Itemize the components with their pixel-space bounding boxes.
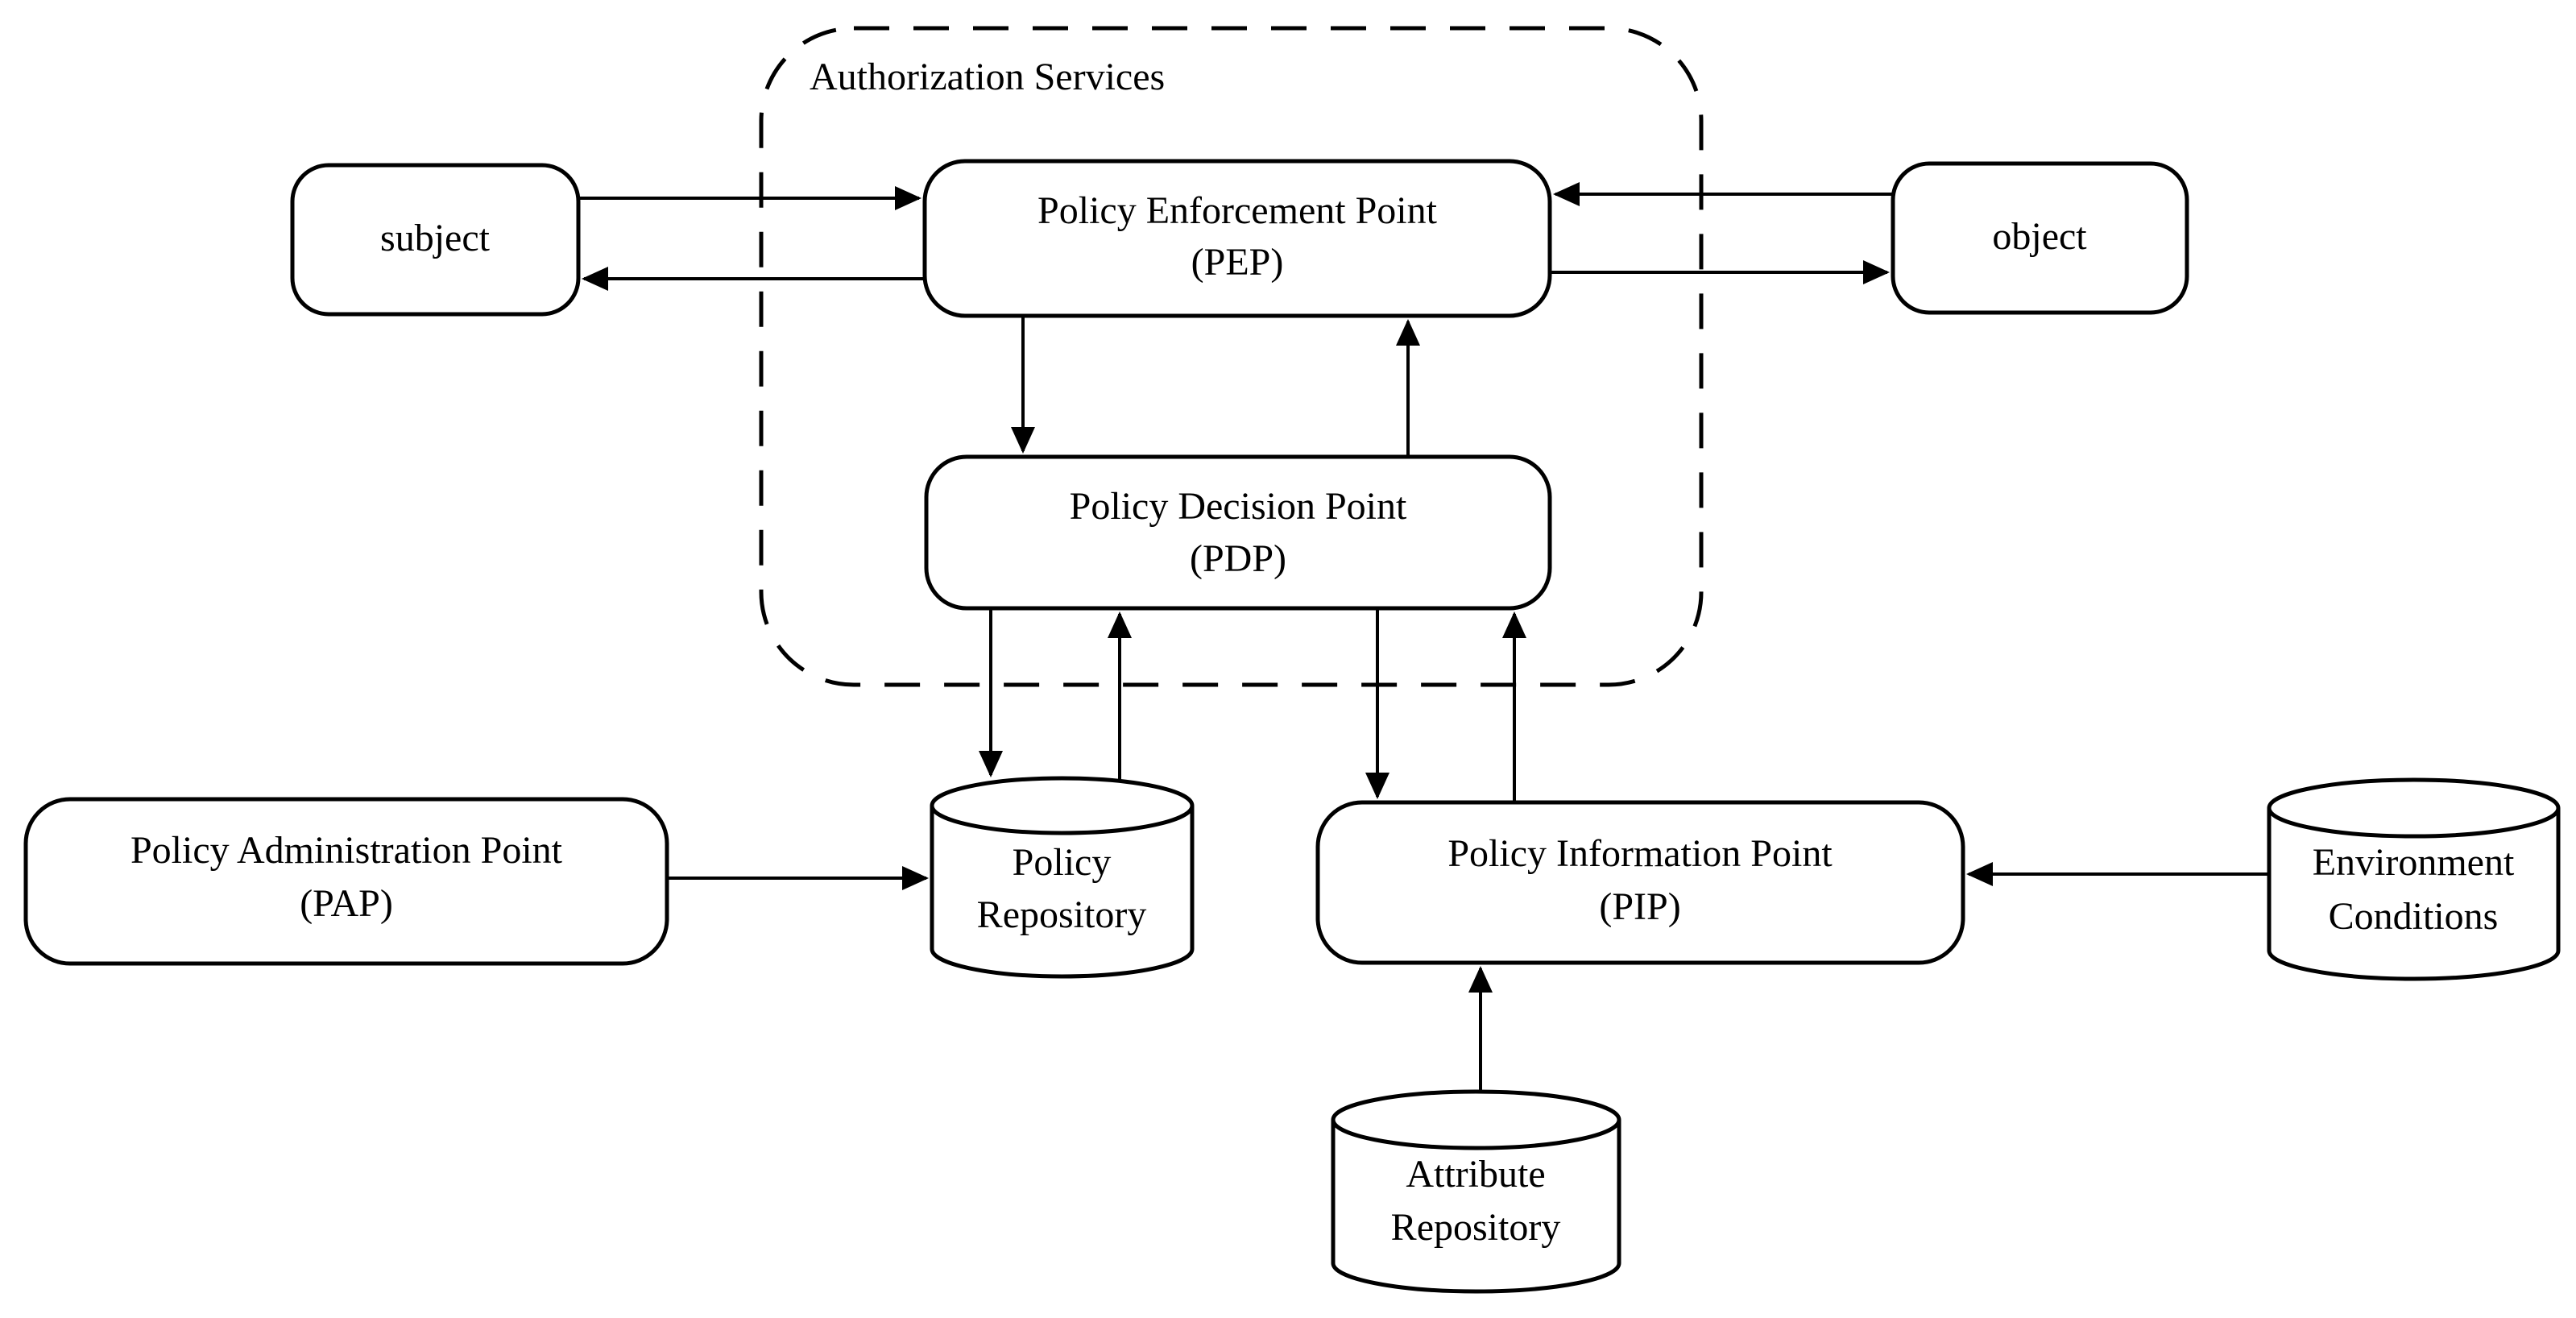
attribute-repository-cylinder-top	[1331, 1089, 1621, 1150]
pdp-node	[924, 454, 1552, 611]
pep-label-line1: Policy Enforcement Point	[1037, 189, 1438, 232]
object-label: object	[1992, 215, 2087, 258]
policy-repository-cylinder-top	[930, 776, 1195, 835]
environment-conditions-label-line2: Conditions	[2329, 895, 2499, 938]
subject-label: subject	[380, 217, 491, 259]
pip-label-line2: (PIP)	[1599, 885, 1680, 928]
policy-repository-label-line1: Policy	[1013, 841, 1112, 884]
attribute-repository-label-line1: Attribute	[1406, 1153, 1545, 1196]
pep-node	[922, 159, 1552, 318]
pdp-label-line1: Policy Decision Point	[1070, 485, 1407, 528]
policy-repository-label-line2: Repository	[977, 893, 1147, 936]
authorization-services-label: Authorization Services	[810, 56, 1165, 98]
environment-conditions-cylinder-top	[2267, 777, 2561, 839]
environment-conditions-label-line1: Environment	[2313, 841, 2515, 884]
attribute-repository-label-line2: Repository	[1391, 1206, 1561, 1249]
environment-conditions-cylinder-body	[2267, 808, 2561, 981]
pap-label-line2: (PAP)	[300, 882, 393, 925]
pip-label-line1: Policy Information Point	[1447, 832, 1833, 875]
attribute-repository-cylinder-body	[1331, 1120, 1621, 1294]
pip-node	[1315, 800, 1965, 965]
pap-node	[23, 797, 669, 966]
subject-node	[290, 163, 581, 317]
pdp-label-line2: (PDP)	[1190, 537, 1286, 580]
authorization-services-boundary	[759, 26, 1704, 687]
object-node	[1891, 161, 2189, 315]
pap-label-line1: Policy Administration Point	[130, 829, 563, 872]
policy-repository-cylinder-body	[930, 806, 1195, 979]
pep-label-line2: (PEP)	[1191, 241, 1284, 284]
